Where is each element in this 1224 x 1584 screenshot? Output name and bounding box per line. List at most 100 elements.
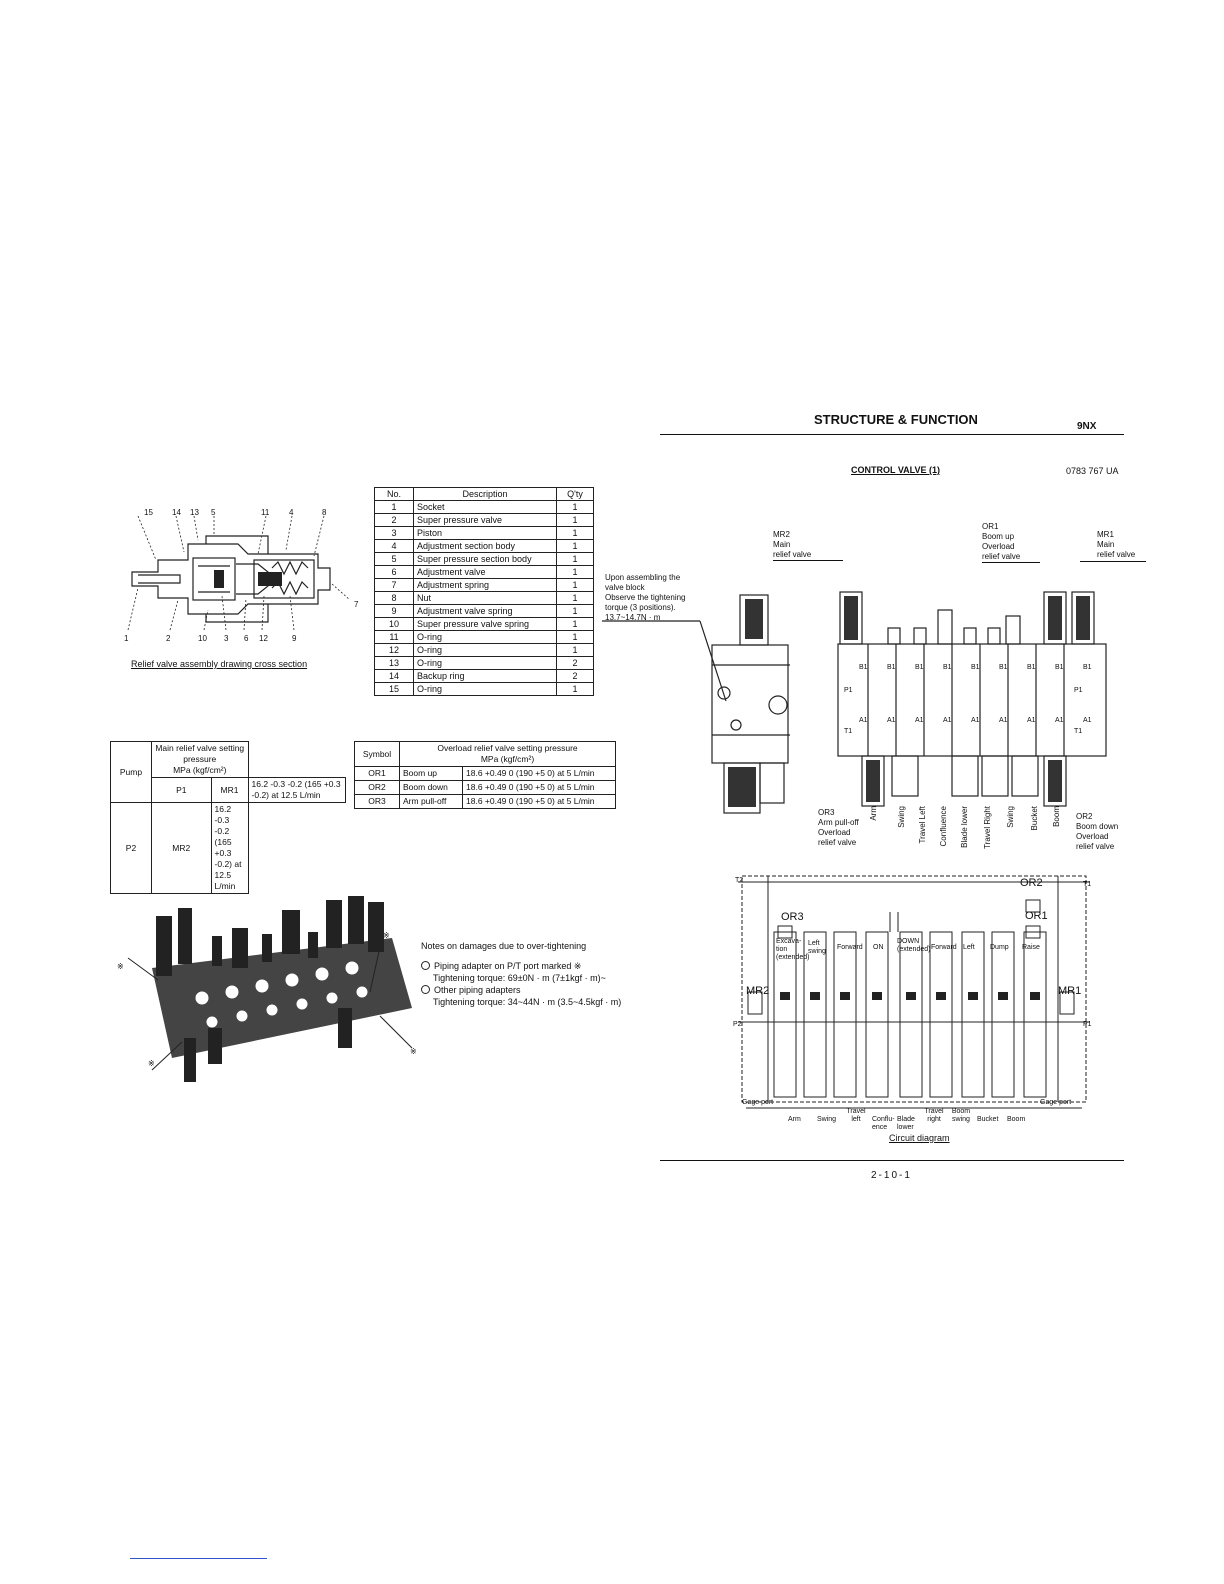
damage-note-item: Other piping adapters <box>421 984 651 996</box>
cell: O-ring <box>413 643 557 657</box>
cell: P2 <box>110 802 152 894</box>
cell: MR1 <box>210 777 249 803</box>
func-label: ON <box>873 944 884 951</box>
section-label: Boom <box>1052 806 1061 827</box>
circuit-bottom-label: Bucket <box>977 1116 999 1123</box>
port-t-left: T1 <box>844 728 853 735</box>
label-line: Overload <box>818 828 851 837</box>
circuit-label-mr1: MR1 <box>1058 985 1082 997</box>
cell: 14 <box>374 669 414 683</box>
cell: 12 <box>374 643 414 657</box>
table-row: P1 MR1 16.2 -0.3 -0.2 (165 +0.3 -0.2) at… <box>111 777 347 803</box>
callout-12: 12 <box>259 634 268 643</box>
bullet-circle-icon <box>421 961 430 970</box>
cell: 1 <box>556 643 594 657</box>
overload-setting-label: Overload relief valve setting pressure <box>437 743 578 753</box>
assembly-note-line: torque (3 positions). <box>605 603 676 612</box>
section-label: Bucket <box>1030 806 1039 831</box>
label-or2: OR2 Boom down Overload relief valve <box>1076 812 1118 852</box>
func-label: Forward <box>931 944 957 951</box>
port-a-label: A1 <box>1083 717 1092 724</box>
func-label: Forward <box>837 944 863 951</box>
label-line: OR3 <box>818 808 835 817</box>
cell: Boom down <box>399 780 463 795</box>
drawing-number: 0783 767 UA <box>1066 466 1119 476</box>
port-a-label: A1 <box>999 717 1008 724</box>
callout-14: 14 <box>172 508 181 517</box>
mark-asterisk: ※ <box>410 1047 417 1056</box>
callout-4: 4 <box>289 508 294 517</box>
circuit-label-p1: P1 <box>1083 1021 1092 1028</box>
circuit-label-p2: P2 <box>733 1021 742 1028</box>
callout-1: 1 <box>124 634 129 643</box>
label-line: OR2 <box>1076 812 1093 821</box>
section-label: Confluence <box>939 806 948 847</box>
cell: Super pressure valve spring <box>413 617 557 631</box>
parts-header-description: Description <box>413 487 557 501</box>
main-relief-header-pump: Pump <box>110 741 152 803</box>
cell: OR2 <box>354 780 400 795</box>
cell: Super pressure valve <box>413 513 557 527</box>
port-a-label: A1 <box>887 717 896 724</box>
port-a-label: A1 <box>971 717 980 724</box>
mark-asterisk: ※ <box>148 1059 155 1068</box>
cell: O-ring <box>413 682 557 696</box>
label-line: Boom down <box>1076 822 1119 831</box>
cell: 13 <box>374 656 414 670</box>
cell: Adjustment valve <box>413 565 557 579</box>
circuit-bottom-label: Boom swing <box>951 1108 971 1123</box>
bullet-circle-icon <box>421 985 430 994</box>
table-row: P2 MR2 16.2 -0.3 -0.2 (165 +0.3 -0.2) at… <box>110 802 346 894</box>
label-mr1: MR1 Main relief valve <box>1097 530 1135 560</box>
cell: OR3 <box>354 794 400 809</box>
overload-header-symbol: Symbol <box>354 741 400 767</box>
port-t-right: T1 <box>1074 728 1083 735</box>
section-label: Swing <box>897 806 906 828</box>
page-number: 2-10-1 <box>871 1170 912 1181</box>
func-label: Left <box>963 944 975 951</box>
callout-9: 9 <box>292 634 297 643</box>
callout-2: 2 <box>166 634 171 643</box>
cell: 18.6 +0.49 0 (190 +5 0) at 5 L/min <box>462 780 616 795</box>
callout-8: 8 <box>322 508 327 517</box>
circuit-label-or3: OR3 <box>781 911 804 923</box>
port-b-label: B1 <box>943 664 952 671</box>
leader-line <box>773 560 843 561</box>
footer-rule <box>660 1160 1124 1161</box>
assembly-note: Upon assembling the valve block Observe … <box>605 573 705 623</box>
port-a-label: A1 <box>1055 717 1064 724</box>
callout-11: 11 <box>261 508 270 517</box>
circuit-bottom-label: Arm <box>788 1116 801 1123</box>
relief-valve-section-svg <box>127 515 351 631</box>
cell: 2 <box>556 669 594 683</box>
port-a-label: A1 <box>943 717 952 724</box>
func-label: Raise <box>1022 944 1040 951</box>
cell: 16.2 -0.3 -0.2 (165 +0.3 -0.2) at 12.5 L… <box>247 777 347 803</box>
valve-front-view <box>832 580 1112 820</box>
table-row: OR3 Arm pull-off 18.6 +0.49 0 (190 +5 0)… <box>354 794 616 809</box>
circuit-bottom-label: Travel right <box>924 1108 944 1123</box>
circuit-bottom-label: Travel left <box>846 1108 866 1123</box>
header-rule <box>660 434 1124 435</box>
cell: 15 <box>374 682 414 696</box>
label-or1: OR1 Boom up Overload relief valve <box>982 522 1020 562</box>
table-row: OR1 Boom up 18.6 +0.49 0 (190 +5 0) at 5… <box>354 766 616 781</box>
circuit-bottom-label: Conflu-ence <box>872 1116 895 1131</box>
cell: Adjustment section body <box>413 539 557 553</box>
damage-note-item: Piping adapter on P/T port marked ※ <box>421 960 651 972</box>
section-title: CONTROL VALVE (1) <box>851 465 941 475</box>
label-line: relief valve <box>773 550 812 559</box>
callout-15: 15 <box>144 508 153 517</box>
cell: 18.6 +0.49 0 (190 +5 0) at 5 L/min <box>462 794 616 809</box>
cell: 1 <box>556 604 594 618</box>
section-label: Arm <box>869 806 878 821</box>
cell: Arm pull-off <box>399 794 463 809</box>
circuit-diagram-svg <box>738 875 1090 1109</box>
port-b-label: B1 <box>915 664 924 671</box>
cell: 11 <box>374 630 414 644</box>
